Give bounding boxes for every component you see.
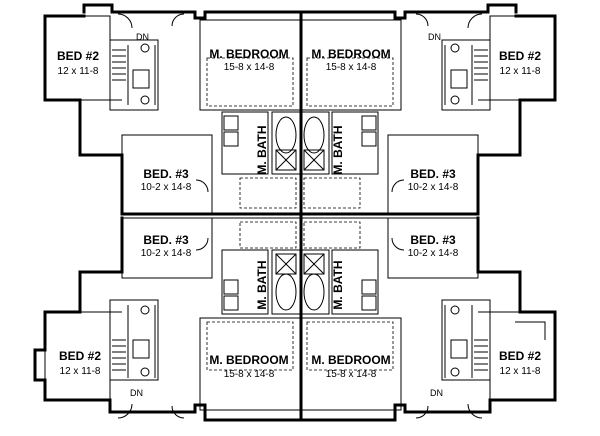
master-bath-label: M. BATH bbox=[255, 125, 269, 174]
master-bedroom-dimensions: 15-8 x 14-8 bbox=[326, 369, 377, 380]
bed2-label: BED #2 bbox=[57, 49, 99, 63]
sink-icon bbox=[223, 115, 239, 131]
bed2-label: BED #2 bbox=[499, 349, 541, 363]
toilet-icon bbox=[450, 43, 460, 53]
bed3-label: BED. #3 bbox=[143, 233, 189, 247]
unit-top-left bbox=[43, 3, 303, 216]
bed3-dimensions: 10-2 x 14-8 bbox=[141, 182, 192, 193]
master-bedroom-dimensions: 15-8 x 14-8 bbox=[224, 369, 275, 380]
sink-icon bbox=[361, 131, 377, 147]
stair-treads bbox=[112, 339, 126, 371]
bed3-dimensions: 10-2 x 14-8 bbox=[408, 248, 459, 259]
sink-icon bbox=[361, 295, 377, 311]
unit-top-right bbox=[299, 3, 557, 216]
master-bath-label: M. BATH bbox=[331, 260, 345, 309]
stair-treads bbox=[112, 49, 126, 81]
tub-icon bbox=[303, 116, 325, 154]
toilet-icon bbox=[140, 305, 150, 315]
toilet-icon bbox=[450, 305, 460, 315]
master-bedroom-dimensions: 15-8 x 14-8 bbox=[224, 62, 275, 73]
toilet-icon bbox=[140, 367, 150, 377]
master-bath-label: M. BATH bbox=[255, 260, 269, 309]
master-bedroom-label: M. BEDROOM bbox=[209, 353, 288, 367]
shower-icon bbox=[303, 149, 325, 171]
sink-icon bbox=[361, 279, 377, 295]
master-bedroom-dimensions: 15-8 x 14-8 bbox=[326, 62, 377, 73]
stair-down-label: DN bbox=[130, 388, 143, 398]
master-bedroom-label: M. BEDROOM bbox=[209, 47, 288, 61]
sink-icon bbox=[132, 339, 150, 359]
stair-down-label: DN bbox=[136, 32, 149, 42]
bed2-dimensions: 12 x 11-8 bbox=[500, 366, 541, 377]
toilet-icon bbox=[140, 95, 150, 105]
bed2-dimensions: 12 x 11-8 bbox=[60, 366, 101, 377]
stair-down-label: DN bbox=[430, 388, 443, 398]
stair-treads bbox=[474, 49, 488, 81]
bed2-dimensions: 12 x 11-8 bbox=[58, 66, 99, 77]
bed3-dimensions: 10-2 x 14-8 bbox=[141, 248, 192, 259]
bed3-dimensions: 10-2 x 14-8 bbox=[408, 182, 459, 193]
sink-icon bbox=[223, 279, 239, 295]
bed2-dimensions: 12 x 11-8 bbox=[500, 66, 541, 77]
sink-icon bbox=[450, 339, 468, 359]
toilet-icon bbox=[450, 95, 460, 105]
shower-icon bbox=[303, 253, 325, 275]
master-bedroom-label: M. BEDROOM bbox=[311, 47, 390, 61]
tub-icon bbox=[275, 273, 297, 311]
tub-icon bbox=[303, 273, 325, 311]
bed3-label: BED. #3 bbox=[143, 167, 189, 181]
shower-icon bbox=[275, 253, 297, 275]
bed3-label: BED. #3 bbox=[410, 167, 456, 181]
unit-bottom-right bbox=[299, 216, 557, 422]
unit-bottom-left bbox=[33, 216, 303, 422]
tub-icon bbox=[275, 116, 297, 154]
bed3-label: BED. #3 bbox=[410, 233, 456, 247]
room-labels: BED #2 12 x 11-8 M. BEDROOM 15-8 x 14-8 … bbox=[57, 32, 541, 398]
sink-icon bbox=[223, 131, 239, 147]
stair-treads bbox=[474, 339, 488, 371]
bed2-label: BED #2 bbox=[499, 49, 541, 63]
sink-icon bbox=[361, 115, 377, 131]
master-bedroom-label: M. BEDROOM bbox=[311, 353, 390, 367]
toilet-icon bbox=[140, 43, 150, 53]
toilet-icon bbox=[450, 367, 460, 377]
sink-icon bbox=[223, 295, 239, 311]
bed2-label: BED #2 bbox=[59, 349, 101, 363]
shower-icon bbox=[275, 149, 297, 171]
sink-icon bbox=[450, 69, 468, 89]
master-bath-label: M. BATH bbox=[331, 125, 345, 174]
sink-icon bbox=[132, 69, 150, 89]
stair-down-label: DN bbox=[428, 32, 441, 42]
